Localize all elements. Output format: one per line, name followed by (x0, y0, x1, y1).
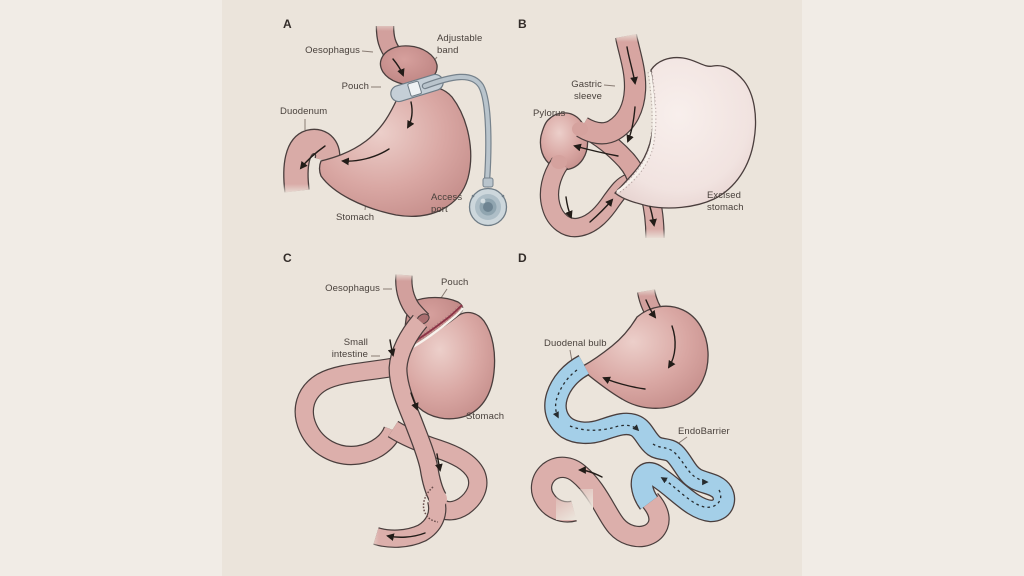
staple-line-b (615, 71, 657, 195)
oesophagus-c (393, 270, 430, 327)
excised-stomach-b (614, 56, 757, 209)
roux-limb-c (388, 314, 447, 503)
panel-b-illustration (539, 30, 757, 242)
panel-a-letter: A (283, 17, 292, 31)
endobarrier-flow-dashes (552, 369, 722, 508)
label-a-pouch: Pouch (341, 81, 369, 92)
duodenum-a (280, 128, 341, 197)
stomach-d (582, 305, 709, 409)
label-a-adjustable-band: Adjustable band (437, 33, 483, 57)
gastric-sleeve-b (576, 30, 647, 145)
junction-patch (551, 155, 567, 169)
label-c-pouch: Pouch (441, 277, 469, 288)
panel-d-flow-arrows (578, 299, 676, 478)
label-d-endobarrier: EndoBarrier (678, 426, 730, 437)
label-b-excised-stomach: Excised stomach (707, 190, 744, 214)
band-catheter-tube (421, 73, 494, 188)
panel-a-flow-arrows (299, 58, 415, 170)
endobarrier-liner-d (544, 355, 736, 523)
staple-line-c (406, 303, 464, 351)
jejunum-d (530, 456, 670, 548)
jejunal-junction-c (429, 490, 447, 508)
label-c-oesophagus: Oesophagus (325, 283, 380, 294)
panel-c-letter: C (283, 251, 292, 265)
panel-c-illustration (294, 270, 496, 548)
panel-b-flow-arrows (565, 46, 657, 227)
cut-fade (556, 489, 593, 520)
cut-fade (640, 229, 669, 242)
label-c-small-intestine: Small intestine (331, 337, 368, 361)
label-b-pylorus: Pylorus (533, 108, 566, 119)
label-a-oesophagus: Oesophagus (305, 45, 360, 56)
label-c-stomach: Stomach (466, 411, 505, 422)
panel-c-flow-arrows (386, 339, 443, 541)
panel-d-letter: D (518, 251, 527, 265)
access-port-device (468, 187, 508, 227)
suture-line-c (422, 486, 439, 523)
junction-patch (572, 122, 588, 136)
label-a-access-port: Access port (431, 192, 463, 216)
panel-d-illustration (530, 285, 736, 548)
label-d-duodenal-bulb: Duodenal bulb (544, 338, 607, 349)
common-limb-c (363, 497, 447, 548)
panel-b-letter: B (518, 17, 527, 31)
panel-a-illustration (280, 18, 508, 227)
label-a-duodenum: Duodenum (280, 106, 328, 117)
label-b-gastric-sleeve: Gastric sleeve (571, 79, 602, 103)
label-a-stomach: Stomach (336, 212, 375, 223)
